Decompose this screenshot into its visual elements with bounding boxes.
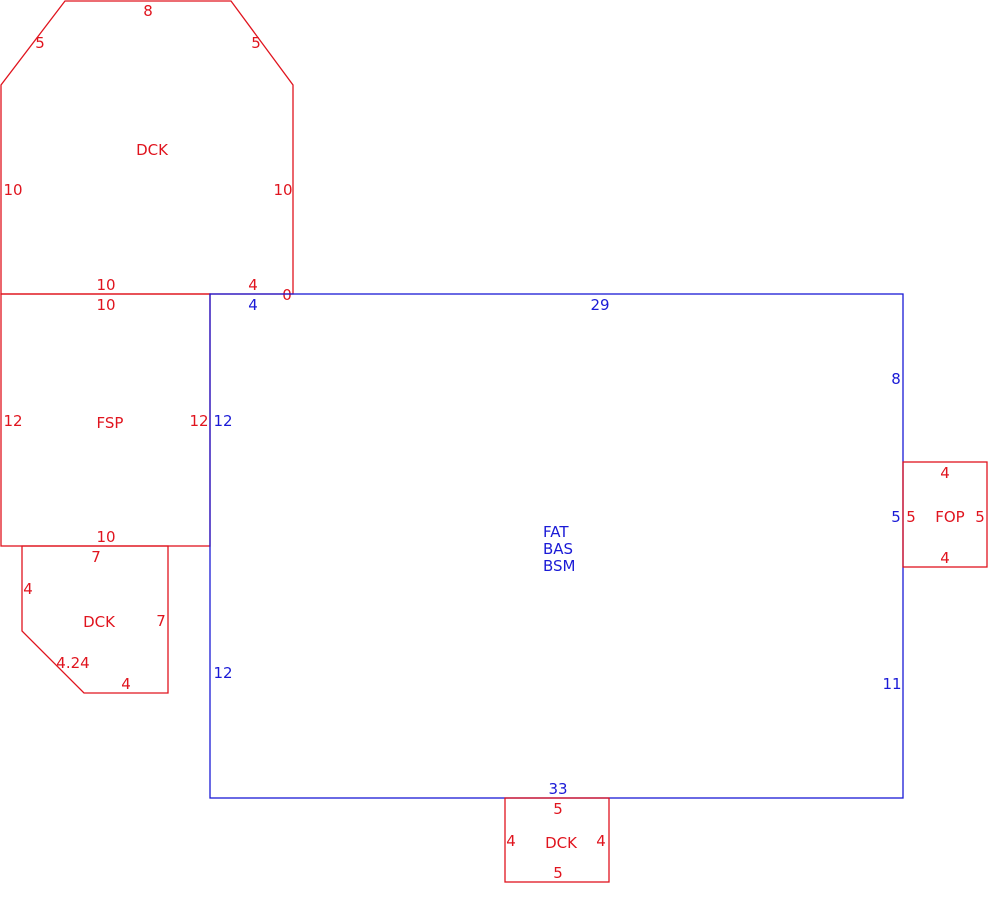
bottom-deck-bottom-dim: 5: [553, 864, 563, 882]
main-bottom-dim: 33: [548, 780, 567, 798]
main-code-1: FAT: [543, 523, 569, 541]
fop-right-dim: 5: [975, 508, 985, 526]
fop-bottom-dim: 4: [940, 549, 950, 567]
fop-code: FOP: [935, 508, 964, 526]
main-left-lower-dim: 12: [213, 664, 232, 682]
top-deck-upper-right-dim: 5: [251, 34, 261, 52]
top-deck-right-dim: 10: [273, 181, 292, 199]
fop-outline: [902, 461, 988, 568]
bottom-deck-code: DCK: [545, 834, 578, 852]
left-deck-bottom-dim: 4: [121, 675, 131, 693]
left-deck-diagonal-dim: 4.24: [56, 654, 89, 672]
main-top-notch-dim: 4: [248, 296, 258, 314]
fop-top-dim: 4: [940, 464, 950, 482]
top-deck-code: DCK: [136, 141, 169, 159]
main-code-2: BAS: [543, 540, 573, 558]
left-deck-code: DCK: [83, 613, 116, 631]
main-left-upper-dim: 12: [213, 412, 232, 430]
bottom-deck-top-dim: 5: [553, 800, 563, 818]
bottom-deck-left-dim: 4: [506, 832, 516, 850]
top-deck-top-dim: 8: [143, 2, 153, 20]
fop-left-dim: 5: [906, 508, 916, 526]
left-deck-area: 7 4 DCK 7 4.24 4: [21, 545, 169, 694]
fop-area: 4 5 FOP 5 4: [902, 461, 988, 568]
top-deck-area: 8 5 5 DCK 10 10 10 4 0: [0, 0, 294, 304]
left-deck-top-dim: 7: [91, 548, 101, 566]
fsp-area: 10 12 FSP 12 10: [0, 293, 211, 547]
left-deck-left-dim: 4: [23, 580, 33, 598]
main-right-lower-dim: 11: [882, 675, 901, 693]
fsp-top-dim: 10: [96, 296, 115, 314]
left-deck-right-dim: 7: [156, 612, 166, 630]
fsp-bottom-dim: 10: [96, 528, 115, 546]
top-deck-bottom-dim: 10: [96, 276, 115, 294]
bottom-deck-outline: [504, 797, 610, 883]
top-deck-left-dim: 10: [3, 181, 22, 199]
top-deck-upper-left-dim: 5: [35, 34, 45, 52]
top-deck-corner-dim: 0: [282, 286, 292, 304]
bottom-deck-right-dim: 4: [596, 832, 606, 850]
fsp-right-dim: 12: [189, 412, 208, 430]
main-top-dim: 29: [590, 296, 609, 314]
bottom-deck-area: 5 4 DCK 4 5: [504, 797, 610, 883]
fsp-left-dim: 12: [3, 412, 22, 430]
main-right-upper-dim: 8: [891, 370, 901, 388]
fsp-code: FSP: [97, 414, 124, 432]
left-deck-outline: [21, 545, 169, 694]
main-code-3: BSM: [543, 557, 576, 575]
main-building-area: 4 29 8 12 5 FAT BAS BSM 12 11 33: [209, 293, 904, 799]
top-deck-bottom-right-dim: 4: [248, 276, 258, 294]
main-right-mid-dim: 5: [891, 508, 901, 526]
